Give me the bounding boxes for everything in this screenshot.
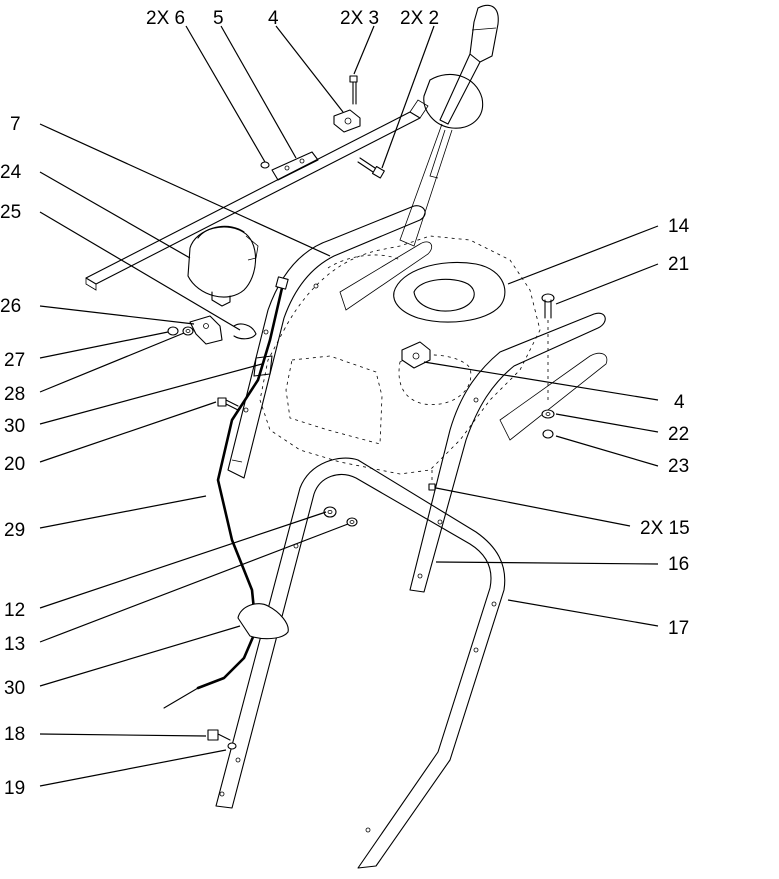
bolt-18 (207, 729, 231, 741)
chute-control-assembly (399, 4, 499, 247)
callout-27: 27 (4, 350, 25, 371)
callout-18: 18 (4, 724, 25, 745)
light-bolt (233, 323, 257, 340)
headlight (187, 225, 259, 307)
deflector-plate (393, 261, 506, 323)
callout-30-upper: 30 (4, 416, 25, 437)
washer-28 (182, 326, 194, 336)
cable-tie-lower (237, 603, 289, 640)
handle-grip-right (499, 352, 608, 441)
upper-handle-left (227, 205, 426, 479)
callout-2x2: 2X 2 (400, 8, 439, 29)
screw-15 (428, 470, 436, 491)
screw-2 (357, 157, 385, 179)
callout-12: 12 (4, 600, 25, 621)
callout-labels: 2X 6 5 4 2X 3 2X 2 7 24 25 26 27 28 30 2… (0, 8, 690, 799)
washer-22 (541, 409, 555, 419)
callout-2x6: 2X 6 (146, 8, 185, 29)
callout-4-top: 4 (268, 8, 279, 29)
dash-panel-housing (259, 235, 541, 475)
light-cable (163, 276, 289, 709)
callout-7: 7 (10, 114, 21, 135)
callout-28: 28 (4, 384, 25, 405)
callout-17: 17 (668, 618, 689, 639)
bolt-21 (541, 293, 555, 404)
callout-13: 13 (4, 634, 25, 655)
lower-handle (215, 457, 506, 869)
callout-2x3: 2X 3 (340, 8, 379, 29)
callout-16: 16 (668, 554, 689, 575)
callout-4-lower: 4 (674, 392, 685, 413)
nut-13 (346, 517, 358, 527)
callout-5: 5 (213, 8, 224, 29)
callout-22: 22 (668, 424, 689, 445)
clip-4-lower (401, 341, 431, 369)
callout-21: 21 (668, 254, 689, 275)
callout-14: 14 (668, 216, 690, 237)
clip-4-top (333, 109, 361, 133)
nut-23 (542, 429, 554, 439)
nut-27 (167, 326, 179, 336)
washer-19 (227, 742, 237, 750)
callout-30-lower: 30 (4, 678, 25, 699)
nut-6 (260, 161, 270, 169)
leader-lines (39, 25, 659, 787)
cable-tie-upper (253, 355, 273, 377)
nut-12 (323, 506, 337, 518)
screw-3 (349, 75, 358, 105)
callout-23: 23 (668, 456, 689, 477)
callout-20: 20 (4, 454, 25, 475)
callout-2x15: 2X 15 (640, 518, 690, 539)
callout-25: 25 (0, 202, 21, 223)
bolt-20 (217, 397, 239, 411)
handle-grip-left (339, 241, 433, 311)
rod-bracket (271, 151, 319, 181)
chute-crank-rod (85, 99, 429, 291)
light-bracket (189, 315, 223, 345)
callout-29: 29 (4, 520, 25, 541)
callout-24: 24 (0, 162, 22, 183)
callout-26: 26 (0, 296, 21, 317)
upper-handle-right (409, 312, 606, 593)
callout-19: 19 (4, 778, 25, 799)
